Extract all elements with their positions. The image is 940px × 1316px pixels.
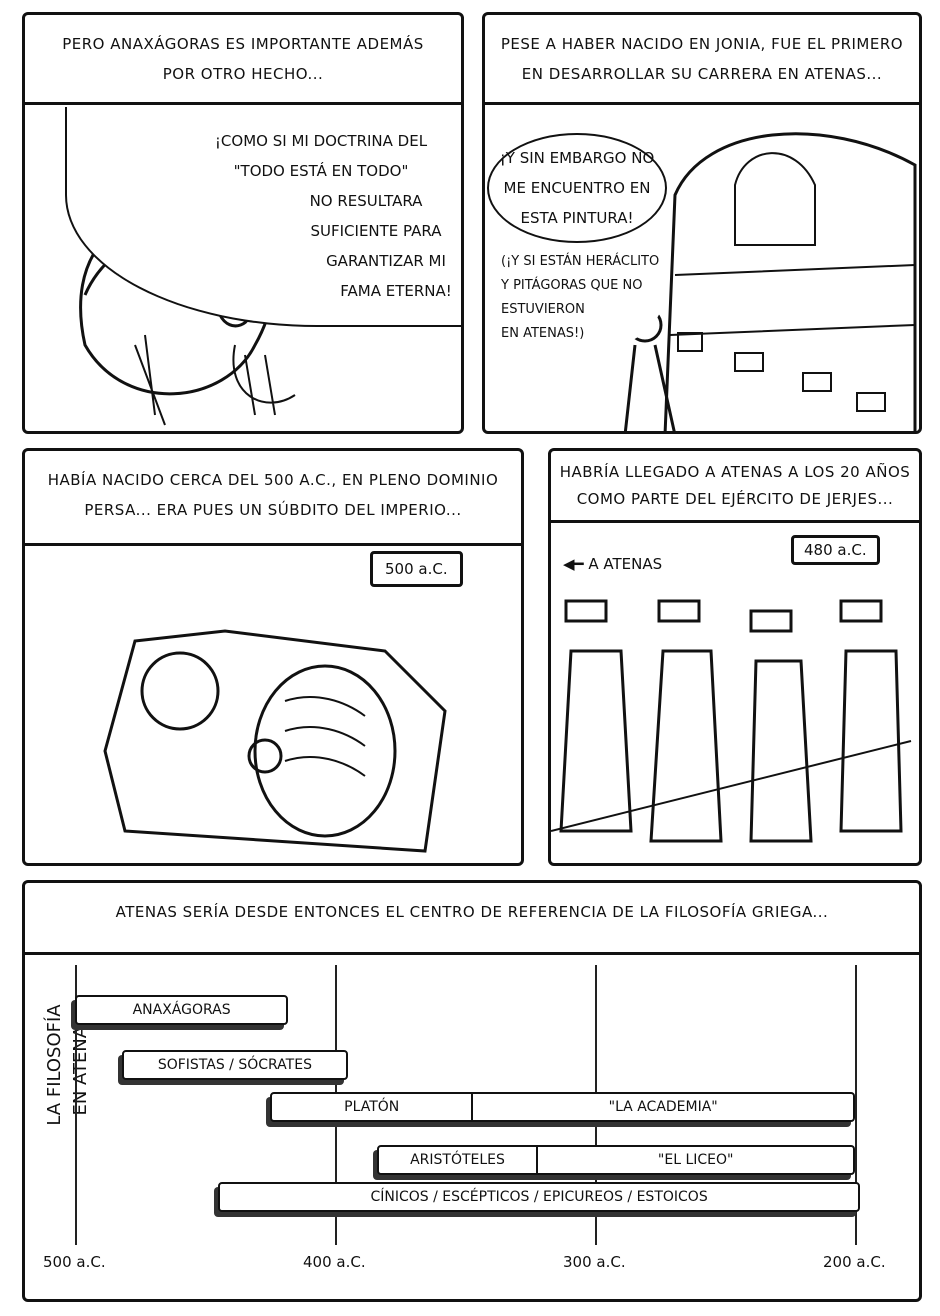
axis-tick-label: 200 a.C. <box>823 1253 886 1271</box>
arrow-left-icon: ◀━ <box>563 555 584 573</box>
timeline-segment: Aristóteles <box>379 1147 539 1173</box>
aside-line: estuvieron <box>501 302 585 317</box>
panel-5: Atenas sería desde entonces el centro de… <box>22 880 922 1302</box>
axis-tick-label: 400 a.C. <box>303 1253 366 1271</box>
speech-line: "Todo está en todo" <box>233 162 409 180</box>
timeline-segment: Platón <box>272 1094 474 1120</box>
timeline-segment: "La Academia" <box>608 1099 718 1115</box>
speech-line: no resultara <box>309 192 423 210</box>
timeline-bar: Platón "La Academia" <box>270 1092 855 1122</box>
panel-3: Había nacido cerca del 500 a.C., en plen… <box>22 448 524 866</box>
aside-line: en Atenas!) <box>501 326 585 341</box>
caption-1: Pero Anaxágoras es importante además por… <box>25 15 461 105</box>
persian-coin-drawing <box>103 629 447 853</box>
speech-bubble-anaxagoras: ¡Y sin embargo no me encuentro en esta p… <box>487 133 667 243</box>
direction-label: ◀━ a Atenas <box>563 555 662 573</box>
speech-line: ¡Y sin embargo no <box>499 149 655 167</box>
aside-line: y Pitágoras que no <box>501 278 643 293</box>
ylabel-line: La filosofía <box>44 1004 65 1126</box>
caption-2: Pese a haber nacido en Jonia, fue el pri… <box>485 15 919 105</box>
axis-tick-label: 500 a.C. <box>43 1253 106 1271</box>
caption-line: Pero Anaxágoras es importante además <box>62 35 424 53</box>
soldiers-marching-drawing <box>551 599 912 843</box>
timeline-segment: "El Liceo" <box>657 1152 734 1168</box>
caption-line: como parte del ejército de Jerjes... <box>576 490 894 508</box>
caption-4: Habría llegado a Atenas a los 20 años co… <box>551 451 919 523</box>
speech-line: ¡Como si mi doctrina del <box>214 132 428 150</box>
school-of-athens-painting <box>623 132 917 431</box>
gridline <box>855 965 857 1245</box>
speech-line: garantizar mi <box>326 252 446 270</box>
speech-line: me encuentro en <box>503 179 651 197</box>
speech-line: esta pintura! <box>520 209 634 227</box>
aside-bubble: (¡Y si están Heráclito y Pitágoras que n… <box>493 243 663 353</box>
panel-2: Pese a haber nacido en Jonia, fue el pri… <box>482 12 922 434</box>
date-tag: 500 a.C. <box>370 551 463 587</box>
arrow-label: a Atenas <box>588 555 663 573</box>
caption-line: Había nacido cerca del 500 a.C., en plen… <box>47 471 499 489</box>
speech-line: suficiente para <box>310 222 442 240</box>
aside-line: (¡Y si están Heráclito <box>501 254 660 269</box>
caption-line: persa... era pues un súbdito del imperio… <box>84 501 462 519</box>
timeline-bar: Sofistas / Sócrates <box>121 1050 348 1080</box>
timeline-segment: Cínicos / Escépticos / Epicureos / Estoi… <box>370 1189 708 1205</box>
panel-4: Habría llegado a Atenas a los 20 años co… <box>548 448 922 866</box>
caption-line: Habría llegado a Atenas a los 20 años <box>559 463 911 481</box>
timeline-bar: Aristóteles "El Liceo" <box>376 1145 855 1175</box>
caption-line: Pese a haber nacido en Jonia, fue el pri… <box>500 35 904 53</box>
date-tag: 480 a.C. <box>791 535 880 565</box>
gridline <box>75 965 77 1245</box>
axis-tick-label: 300 a.C. <box>563 1253 626 1271</box>
caption-5: Atenas sería desde entonces el centro de… <box>25 883 919 955</box>
caption-3: Había nacido cerca del 500 a.C., en plen… <box>25 451 521 546</box>
timeline-segment: Sofistas / Sócrates <box>157 1057 312 1073</box>
timeline-bar: Cínicos / Escépticos / Epicureos / Estoi… <box>218 1182 861 1212</box>
timeline-segment: Anaxágoras <box>132 1002 231 1018</box>
caption-line: en desarrollar su carrera en Atenas... <box>521 65 883 83</box>
speech-line: fama eterna! <box>340 282 452 300</box>
caption-line: por otro hecho... <box>162 65 324 83</box>
timeline-bar: Anaxágoras <box>75 995 289 1025</box>
panel-1: Pero Anaxágoras es importante además por… <box>22 12 464 434</box>
